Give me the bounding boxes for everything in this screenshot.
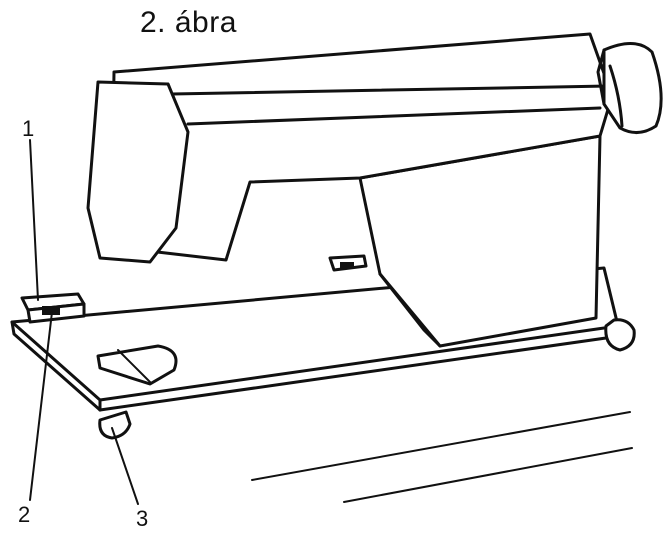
machine-head (86, 80, 190, 264)
surface-lines (251, 411, 633, 503)
callout-label-2: 2 (18, 502, 31, 527)
leader-lines (29, 139, 139, 505)
hinge-left (20, 292, 86, 324)
hinge-right (328, 254, 368, 272)
handwheel (596, 42, 663, 134)
callout-label-1: 1 (22, 116, 35, 141)
callout-label-3: 3 (136, 506, 149, 531)
rear-foot (604, 318, 636, 352)
figure-caption: 2. ábra (140, 6, 237, 39)
plate-recess (96, 344, 178, 386)
front-foot (98, 410, 132, 440)
